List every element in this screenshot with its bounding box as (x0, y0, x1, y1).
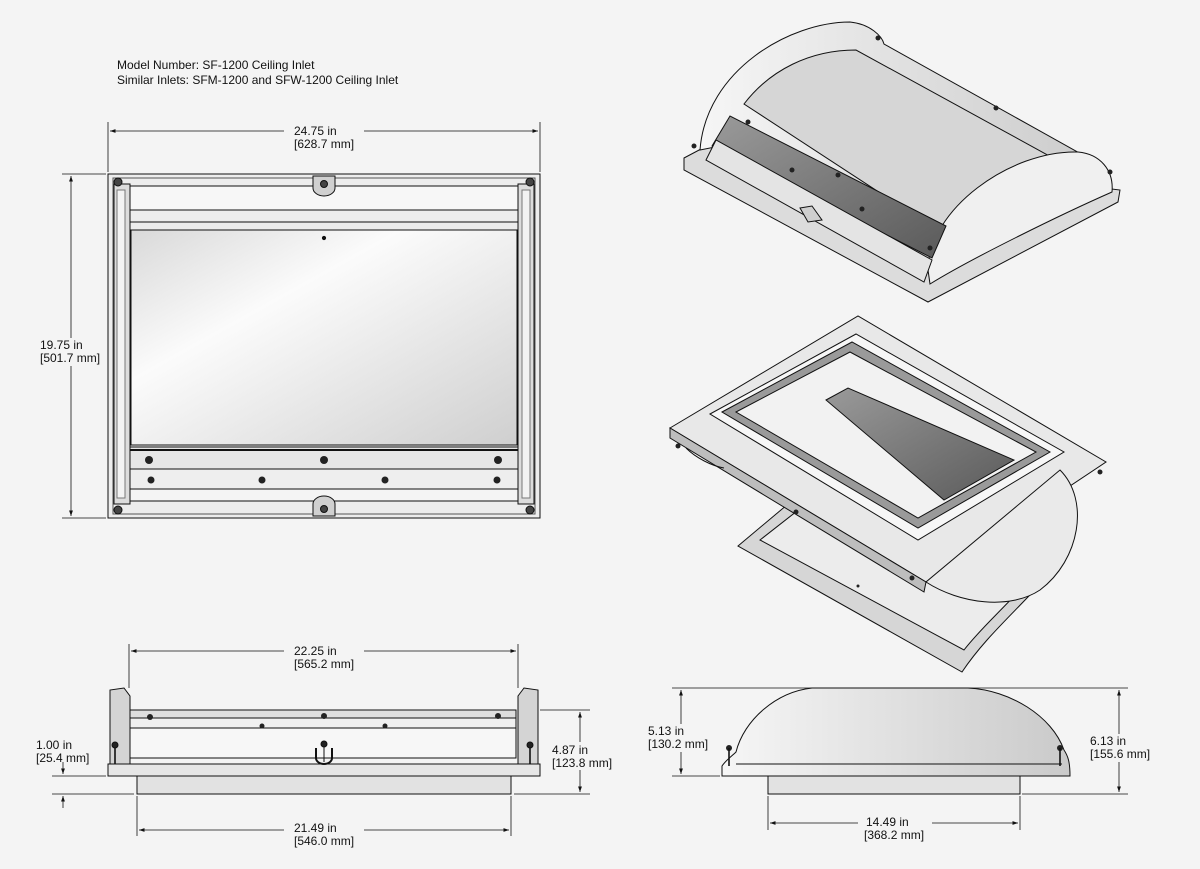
iso-view-top (683, 21, 1121, 303)
top-width-mm: [628.7 mm] (294, 137, 354, 151)
side-hood (721, 687, 1071, 777)
iso2-frame-edge (669, 427, 927, 593)
front-bottom-width-mm: [546.0 mm] (294, 834, 354, 848)
iso2-hood-side (925, 469, 1078, 603)
screws (145, 456, 502, 484)
screw-strip-lower (129, 468, 519, 490)
front-flange-mm: [25.4 mm] (36, 751, 89, 765)
front-height-mm: [123.8 mm] (552, 756, 612, 770)
front-rail-2 (129, 717, 517, 729)
front-flange (107, 763, 541, 777)
title-block: Model Number: SF-1200 Ceiling Inlet Simi… (117, 58, 398, 87)
model-number: Model Number: SF-1200 Ceiling Inlet (117, 58, 315, 72)
front-bottom-width-in: 21.49 in (294, 821, 337, 835)
front-top-width-in: 22.25 in (294, 644, 337, 658)
center-panel (130, 229, 518, 446)
front-view (107, 687, 541, 795)
iso2-inner-panel (825, 387, 1016, 501)
side-left-height-in: 5.13 in (648, 724, 684, 738)
top-width-in: 24.75 in (294, 124, 337, 138)
front-top-width-mm: [565.2 mm] (294, 657, 354, 671)
side-width-mm: [368.2 mm] (864, 828, 924, 842)
front-duct-collar (136, 775, 512, 795)
front-end-left (109, 687, 131, 765)
iso1-end-cap (927, 151, 1113, 285)
front-flange-in: 1.00 in (36, 738, 72, 752)
corner-holes (113, 177, 535, 515)
side-right-height-in: 6.13 in (1090, 734, 1126, 748)
side-duct-collar (767, 775, 1021, 795)
front-hooks (111, 740, 534, 765)
top-view (107, 173, 541, 519)
top-height-in: 19.75 in (40, 338, 83, 352)
side-view (721, 687, 1071, 795)
side-width-in: 14.49 in (866, 815, 909, 829)
front-height-in: 4.87 in (552, 743, 588, 757)
side-right-height-mm: [155.6 mm] (1090, 747, 1150, 761)
top-height-mm: [501.7 mm] (40, 351, 100, 365)
mounting-tabs (312, 175, 336, 517)
side-left-height-mm: [130.2 mm] (648, 737, 708, 751)
front-end-right (517, 687, 539, 765)
similar-inlets: Similar Inlets: SFM-1200 and SFW-1200 Ce… (117, 72, 399, 87)
iso-view-bottom (669, 315, 1107, 673)
